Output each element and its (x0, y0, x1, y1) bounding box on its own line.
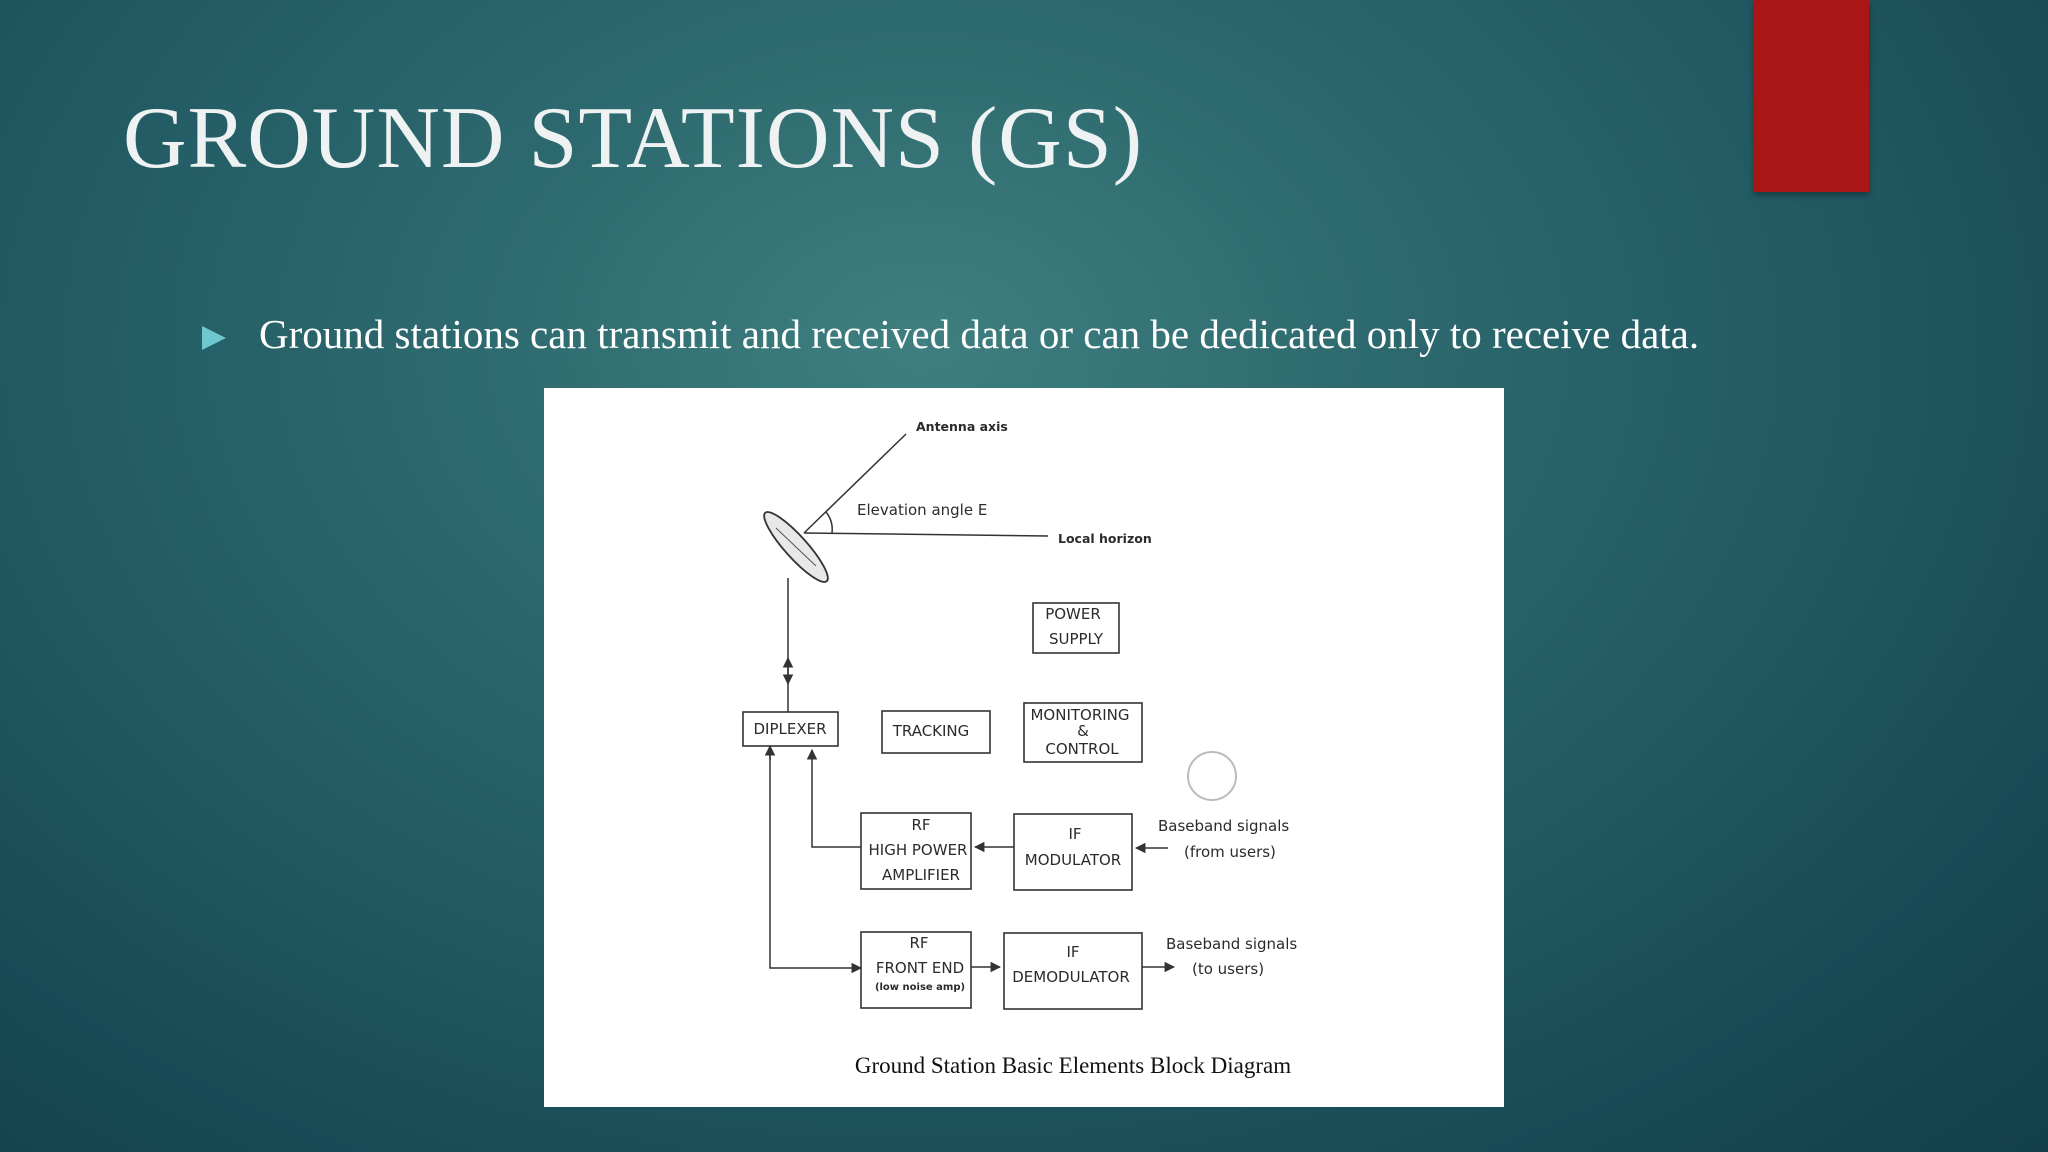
diplexer-label: DIPLEXER (753, 720, 826, 738)
hpa-line3: AMPLIFIER (882, 866, 960, 884)
hpa-box (860, 812, 972, 890)
baseband-in-line1: Baseband signals (1158, 817, 1289, 835)
tracking-box (881, 710, 991, 754)
baseband-in-line2: (from users) (1184, 843, 1276, 861)
slide-title: GROUND STATIONS (GS) (123, 90, 1144, 187)
if-modulator-line2: MODULATOR (1025, 851, 1121, 869)
antenna-axis-label: Antenna axis (916, 419, 1008, 434)
monitoring-line2: & (1077, 722, 1089, 740)
power-supply-line2: SUPPLY (1049, 630, 1104, 648)
figure-caption: Ground Station Basic Elements Block Diag… (855, 1053, 1291, 1078)
block-diagram-figure: Antenna axis Elevation angle E Local hor… (544, 388, 1504, 1107)
hpa-to-diplexer-arrow (806, 748, 861, 848)
baseband-out-line2: (to users) (1192, 960, 1264, 978)
tracking-label: TRACKING (892, 722, 970, 740)
monitoring-line1: MONITORING (1030, 706, 1129, 724)
elevation-angle-label: Elevation angle E (857, 501, 987, 519)
front-end-feed-arrow (769, 746, 863, 974)
if-demodulator-line1: IF (1066, 943, 1079, 961)
hpa-line2: HIGH POWER (869, 841, 968, 859)
front-end-box (860, 931, 972, 1009)
monitoring-control-box (1023, 702, 1143, 763)
front-end-line3: (low noise amp) (875, 982, 965, 993)
antenna-dish-icon (763, 511, 829, 583)
circle-mark (1187, 751, 1237, 801)
if-modulator-line1: IF (1068, 825, 1081, 843)
triangle-bullet-icon (202, 326, 226, 350)
front-end-line2: FRONT END (876, 959, 964, 977)
if-modulator-box (1013, 813, 1133, 891)
if-demodulator-box (1003, 932, 1143, 1010)
block-diagram: Antenna axis Elevation angle E Local hor… (742, 419, 1297, 1078)
local-horizon-line (803, 532, 1049, 537)
power-supply-line1: POWER (1045, 605, 1101, 623)
power-supply-box (1032, 602, 1120, 654)
antenna-axis-line (803, 433, 907, 534)
front-end-line1: RF (909, 934, 928, 952)
diplexer-box (742, 711, 839, 747)
local-horizon-label: Local horizon (1058, 531, 1152, 546)
monitoring-line3: CONTROL (1045, 740, 1119, 758)
hpa-line1: RF (911, 816, 930, 834)
bullet-text: Ground stations can transmit and receive… (259, 311, 1700, 357)
baseband-out-line1: Baseband signals (1166, 935, 1297, 953)
accent-bar (1754, 0, 1869, 192)
elevation-arc (825, 511, 833, 534)
if-demodulator-line2: DEMODULATOR (1012, 968, 1130, 986)
